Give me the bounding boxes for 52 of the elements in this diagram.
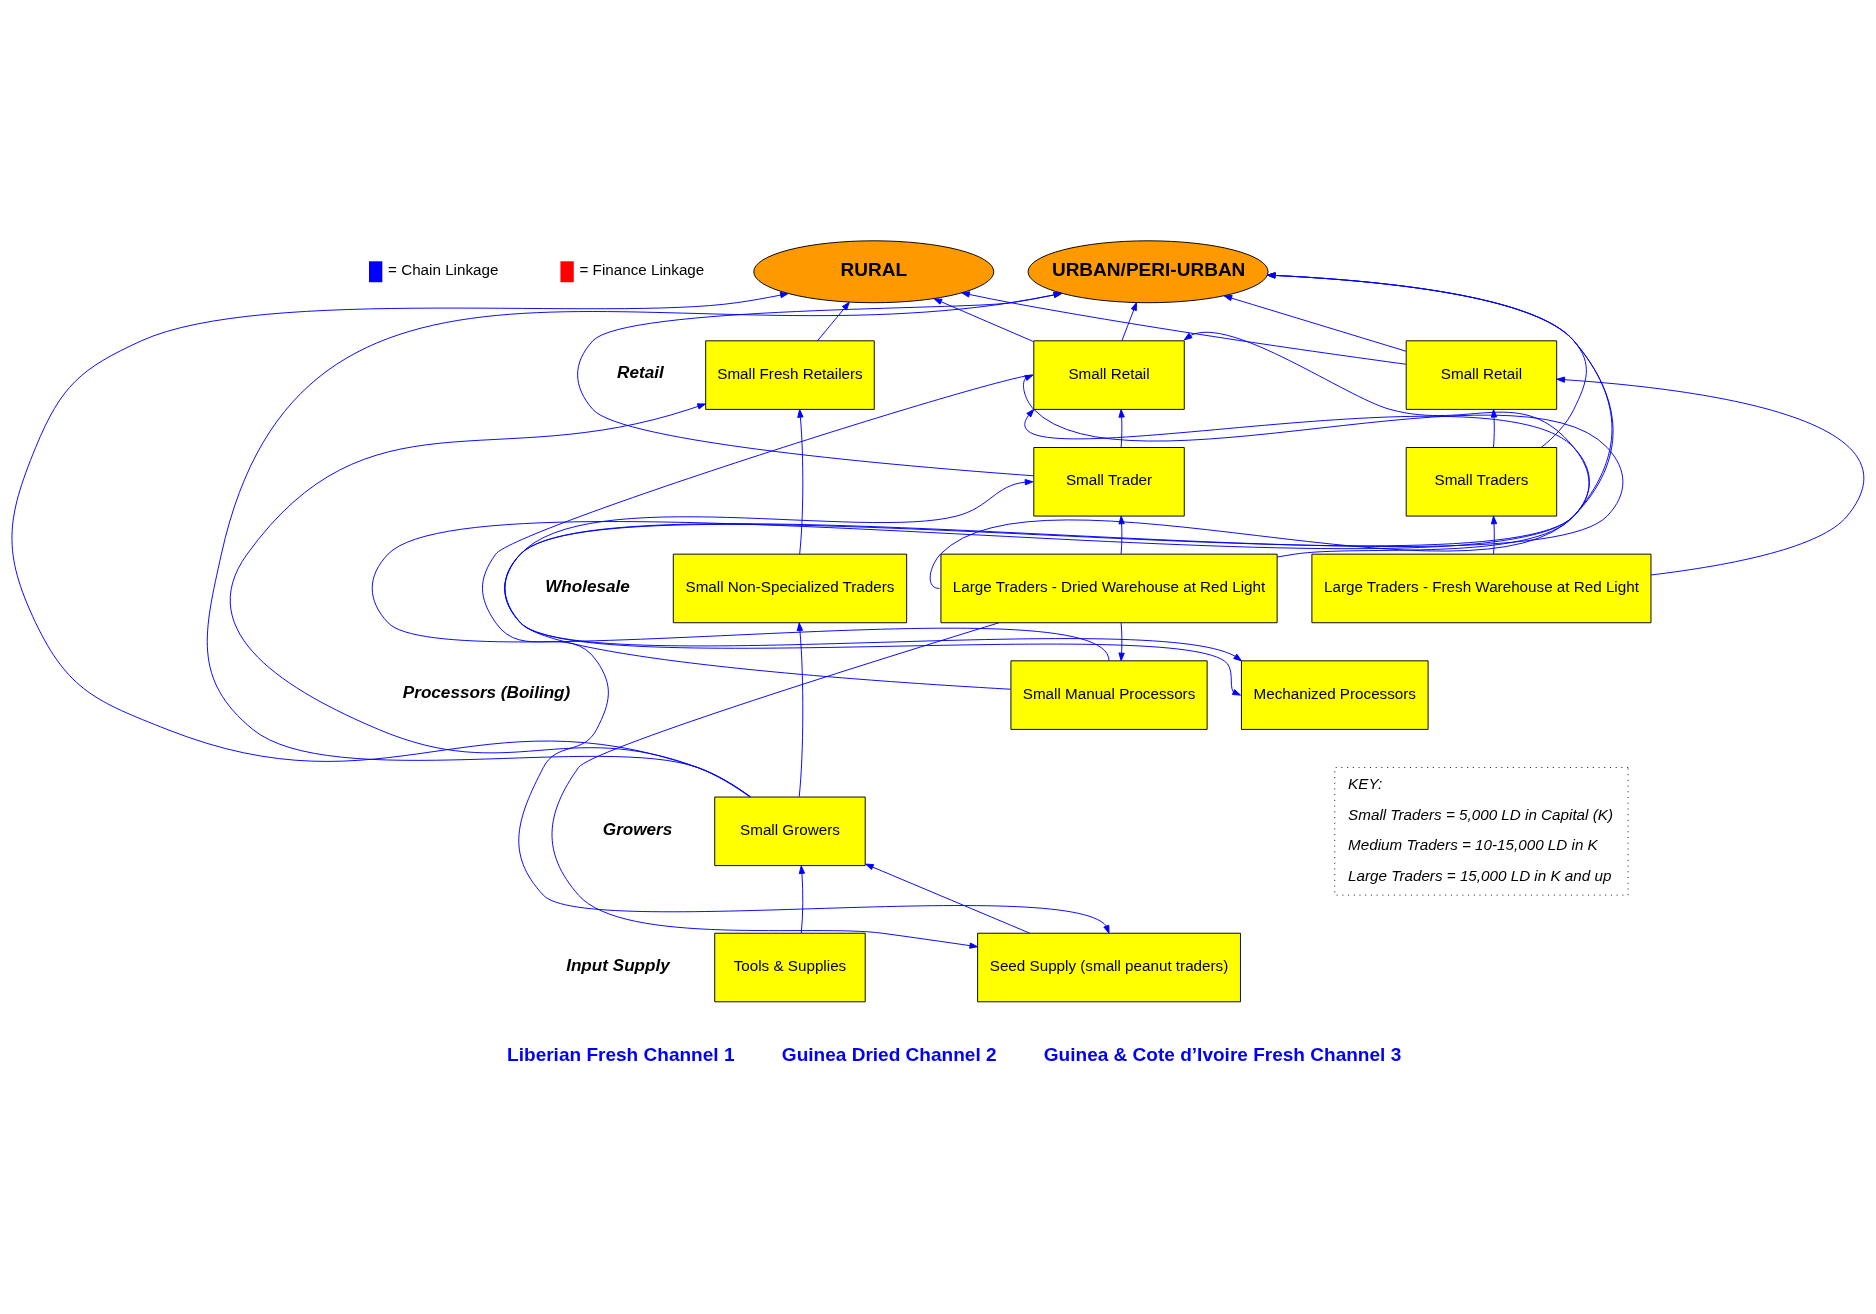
node-box: KEY: Small Traders = 5,000 LD in Capital (K) Medium Traders = 10-15,000 LD in K Large Traders = 15,000 LD in K and up: [1334, 766, 1629, 896]
label: Guinea & Cote d’Ivoire Fresh Channel 3: [1043, 1043, 1402, 1065]
arrow: [482, 374, 1110, 934]
label: Guinea Dried Channel 2: [781, 1043, 997, 1065]
arrow: [371, 331, 1590, 661]
arrow: [1118, 515, 1125, 554]
node-box: Small Retail: [1405, 339, 1558, 410]
arrow: [1556, 376, 1864, 575]
arrow: [11, 291, 789, 797]
label: Wholesale: [545, 575, 630, 596]
arrow: [1266, 271, 1587, 448]
arrow: [933, 297, 1035, 342]
node-box: Seed Supply (small peanut traders): [977, 932, 1241, 1002]
label: Retail: [617, 361, 664, 382]
arrow: [798, 864, 806, 933]
arrow: [206, 291, 1063, 797]
label: Growers: [602, 818, 673, 839]
node-box: Tools & Supplies: [714, 932, 866, 1002]
node-box: Small Retail: [1033, 339, 1185, 410]
arrow: [504, 478, 1242, 661]
arrow: [1118, 621, 1125, 661]
node-box: Small Fresh Retailers: [705, 339, 875, 410]
arrow: [797, 408, 804, 555]
arrow: [504, 374, 1624, 696]
arrow: [1118, 408, 1125, 448]
node-box: Small Traders: [1405, 446, 1558, 517]
arrow: [865, 863, 1031, 934]
node-box: Small Trader: [1033, 446, 1185, 517]
node-box: Large Traders - Dried Warehouse at Red Light: [940, 553, 1278, 623]
legend-label: = Chain Linkage: [388, 260, 499, 278]
node-box: Mechanized Processors: [1240, 659, 1429, 730]
arrow: [504, 271, 1614, 690]
arrow: [1121, 301, 1138, 341]
arrow: [929, 408, 1590, 589]
node-box: Small Growers: [714, 796, 866, 866]
arrow: [577, 291, 1063, 476]
arrow: [1266, 271, 1613, 557]
arrow: [1490, 515, 1498, 554]
arrow: [551, 621, 1000, 949]
label: Input Supply: [566, 954, 670, 975]
arrow: [1223, 294, 1407, 352]
label: Processors (Boiling): [402, 681, 571, 702]
arrow: [961, 290, 1407, 365]
node-box: Small Manual Processors: [1010, 659, 1208, 730]
arrow: [230, 402, 751, 797]
arrow: [796, 621, 804, 797]
legend-label: = Finance Linkage: [579, 260, 705, 278]
arrow: [1490, 408, 1498, 448]
arrow: [817, 301, 850, 341]
node-box: Large Traders - Fresh Warehouse at Red Light: [1311, 553, 1652, 623]
label: Liberian Fresh Channel 1: [507, 1043, 735, 1065]
node-box: Small Non-Specialized Traders: [672, 553, 908, 623]
